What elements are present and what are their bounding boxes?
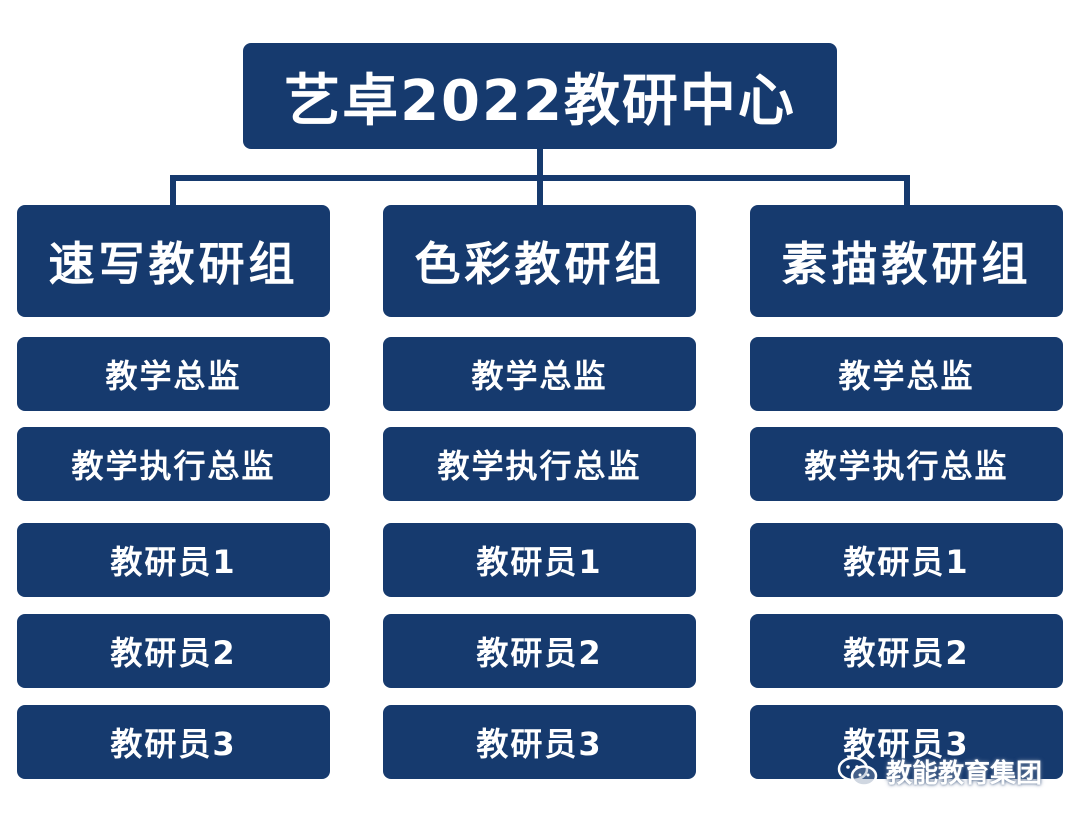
role-label: 教学执行总监 — [71, 447, 276, 485]
role-node: 教研员1 — [750, 523, 1063, 597]
role-label: 教研员1 — [476, 543, 603, 581]
role-label: 教学总监 — [838, 357, 975, 395]
role-label: 教学总监 — [105, 357, 242, 395]
role-node: 教研员3 — [383, 705, 696, 779]
role-label: 教学执行总监 — [437, 447, 642, 485]
root-node: 艺卓2022教研中心 — [243, 43, 837, 149]
role-label: 教学执行总监 — [804, 447, 1009, 485]
role-node: 教研员2 — [17, 614, 330, 688]
role-node: 教研员3 — [17, 705, 330, 779]
role-label: 教研员3 — [476, 725, 603, 763]
role-node: 教研员2 — [383, 614, 696, 688]
role-label: 教研员1 — [843, 543, 970, 581]
group-sketch: 速写教研组 — [17, 205, 330, 317]
connector-center-drop — [537, 175, 543, 207]
role-node: 教学执行总监 — [17, 427, 330, 501]
role-label: 教研员2 — [843, 634, 970, 672]
role-node: 教研员1 — [17, 523, 330, 597]
root-title: 艺卓2022教研中心 — [284, 68, 796, 134]
group-title: 速写教研组 — [48, 237, 299, 291]
role-label: 教学总监 — [471, 357, 608, 395]
connector-root-stem — [537, 149, 543, 179]
group-title: 色彩教研组 — [414, 237, 665, 291]
group-title: 素描教研组 — [781, 237, 1032, 291]
connector-left-drop — [170, 175, 176, 207]
group-drawing: 素描教研组 — [750, 205, 1063, 317]
watermark-text: 教能教育集团 — [885, 759, 1042, 789]
role-label: 教研员1 — [110, 543, 237, 581]
role-node: 教学执行总监 — [750, 427, 1063, 501]
wechat-icon — [837, 756, 878, 787]
role-node: 教学总监 — [17, 337, 330, 411]
role-label: 教研员3 — [843, 725, 970, 763]
role-node: 教研员3 — [750, 705, 1063, 779]
role-label: 教研员2 — [110, 634, 237, 672]
role-node: 教学总监 — [750, 337, 1063, 411]
watermark: 教能教育集团 — [836, 753, 1042, 790]
connector-right-drop — [904, 175, 910, 207]
role-node: 教研员1 — [383, 523, 696, 597]
role-label: 教研员2 — [476, 634, 603, 672]
group-color: 色彩教研组 — [383, 205, 696, 317]
role-node: 教学总监 — [383, 337, 696, 411]
role-node: 教研员2 — [750, 614, 1063, 688]
role-node: 教学执行总监 — [383, 427, 696, 501]
role-label: 教研员3 — [110, 725, 237, 763]
